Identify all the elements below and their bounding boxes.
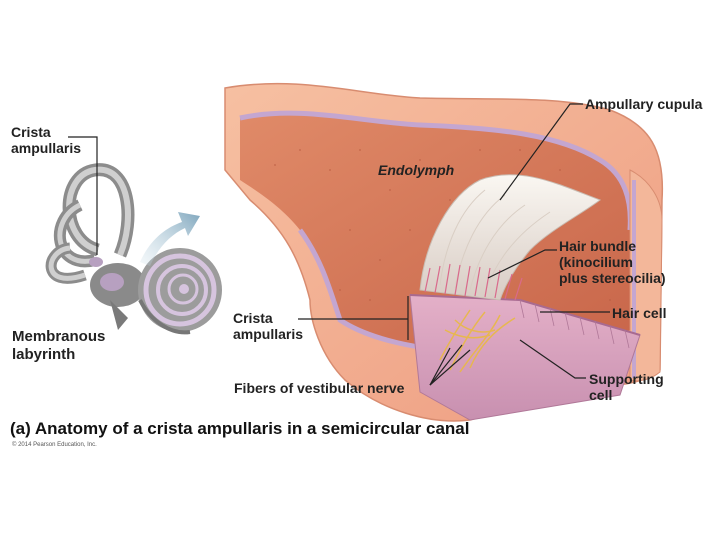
label-crista-ampullaris-right-line2: ampullaris	[233, 326, 304, 342]
label-crista-ampullaris-left-line2: ampullaris	[11, 140, 82, 156]
label-membranous-labyrinth-line1: Membranous	[12, 328, 106, 345]
label-hair-bundle-line2: (kinocilium	[559, 254, 633, 270]
label-ampullary-cupula: Ampullary cupula	[585, 96, 703, 112]
label-hair-bundle-line3: plus stereocilia)	[559, 270, 666, 286]
canal-cutaway	[224, 82, 664, 422]
label-crista-ampullaris-right-line1: Crista	[233, 310, 273, 326]
zoom-arrow	[140, 212, 200, 266]
label-supporting-cell-line2: cell	[589, 387, 613, 403]
ampullary-cupula-shape	[419, 174, 602, 301]
label-supporting-cell-line1: Supporting	[589, 371, 664, 387]
label-hair-bundle-line1: Hair bundle	[559, 238, 637, 254]
leader-lines	[68, 103, 610, 386]
label-crista-ampullaris-left-line1: Crista	[11, 124, 51, 140]
label-fibers-vestibular-nerve: Fibers of vestibular nerve	[234, 380, 405, 396]
label-membranous-labyrinth-line2: labyrinth	[12, 346, 76, 363]
label-crista-ampullaris-left: Crista ampullaris	[11, 124, 81, 156]
label-endolymph: Endolymph	[378, 162, 455, 178]
label-membranous-labyrinth: Membranous labyrinth	[12, 328, 105, 364]
label-hair-bundle: Hair bundle (kinocilium plus stereocilia…	[559, 238, 666, 286]
copyright-notice: © 2014 Pearson Education, Inc.	[12, 442, 97, 448]
label-supporting-cell: Supporting cell	[589, 371, 664, 403]
label-crista-ampullaris-right: Crista ampullaris	[233, 310, 303, 342]
membranous-labyrinth-illustration	[45, 163, 222, 335]
figure-caption: (a) Anatomy of a crista ampullaris in a …	[10, 419, 470, 438]
label-hair-cell: Hair cell	[612, 305, 667, 321]
